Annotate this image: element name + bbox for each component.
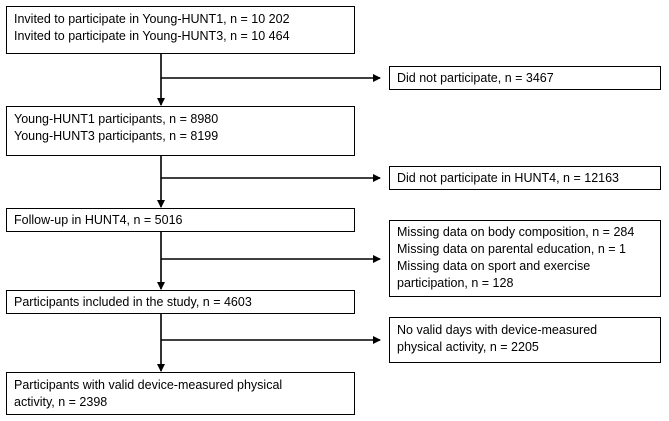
- box-included-in-study: Participants included in the study, n = …: [6, 290, 355, 314]
- box-no-valid-days: No valid days with device-measured physi…: [389, 317, 661, 363]
- box-invited-line-1: Invited to participate in Young-HUNT1, n…: [14, 12, 290, 26]
- box-followup-hunt4-line-1: Follow-up in HUNT4, n = 5016: [14, 213, 183, 227]
- box-valid-device-measured-line-1: Participants with valid device-measured …: [14, 378, 283, 392]
- box-no-valid-days-line-2: physical activity, n = 2205: [397, 340, 539, 354]
- box-missing-data-line-4: participation, n = 128: [397, 276, 514, 290]
- box-valid-device-measured: Participants with valid device-measured …: [6, 372, 355, 415]
- box-valid-device-measured-line-2: activity, n = 2398: [14, 395, 108, 409]
- box-did-not-participate: Did not participate, n = 3467: [389, 66, 661, 90]
- box-missing-data: Missing data on body composition, n = 28…: [389, 220, 661, 297]
- box-missing-data-line-2: Missing data on parental education, n = …: [397, 242, 626, 256]
- box-young-hunt-participants-line-1: Young-HUNT1 participants, n = 8980: [14, 112, 219, 126]
- box-followup-hunt4: Follow-up in HUNT4, n = 5016: [6, 208, 355, 232]
- box-invited-line-2: Invited to participate in Young-HUNT3, n…: [14, 29, 290, 43]
- box-young-hunt-participants: Young-HUNT1 participants, n = 8980 Young…: [6, 106, 355, 156]
- box-did-not-participate-hunt4-line-1: Did not participate in HUNT4, n = 12163: [397, 171, 619, 185]
- box-did-not-participate-line-1: Did not participate, n = 3467: [397, 71, 554, 85]
- box-did-not-participate-hunt4: Did not participate in HUNT4, n = 12163: [389, 166, 661, 190]
- box-young-hunt-participants-line-2: Young-HUNT3 participants, n = 8199: [14, 129, 219, 143]
- box-missing-data-line-3: Missing data on sport and exercise: [397, 259, 591, 273]
- box-no-valid-days-line-1: No valid days with device-measured: [397, 323, 598, 337]
- box-missing-data-line-1: Missing data on body composition, n = 28…: [397, 225, 635, 239]
- box-included-in-study-line-1: Participants included in the study, n = …: [14, 295, 252, 309]
- box-invited: Invited to participate in Young-HUNT1, n…: [6, 6, 355, 54]
